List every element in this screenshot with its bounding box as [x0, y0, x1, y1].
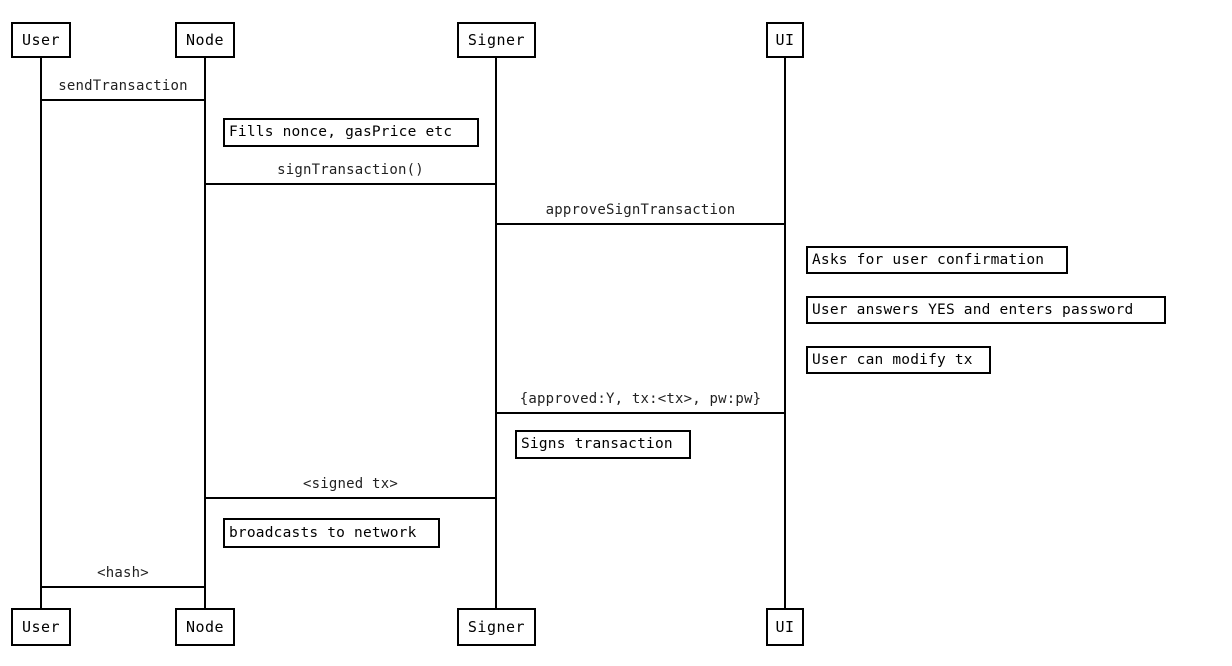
participant-label: Signer — [467, 30, 526, 49]
participant-user-bottom[interactable]: User — [11, 608, 71, 646]
note-user-can-modify-tx: User can modify tx — [806, 346, 991, 374]
message-label-sign-transaction: signTransaction() — [277, 162, 424, 178]
note-asks-confirmation: Asks for user confirmation — [806, 246, 1068, 274]
message-line-approval-response — [495, 412, 786, 414]
lifeline-node — [204, 58, 206, 608]
message-label-signed-tx: <signed tx> — [303, 476, 398, 492]
participant-ui-bottom[interactable]: UI — [766, 608, 804, 646]
message-line-approve-sign-transaction — [495, 223, 786, 225]
participant-label: UI — [775, 617, 795, 636]
participant-node-bottom[interactable]: Node — [175, 608, 235, 646]
lifeline-signer — [495, 58, 497, 608]
note-signs-transaction: Signs transaction — [515, 430, 691, 459]
note-text: Fills nonce, gasPrice etc — [229, 124, 453, 141]
participant-label: UI — [775, 30, 795, 49]
message-line-sign-transaction — [204, 183, 497, 185]
note-text: Asks for user confirmation — [812, 251, 1045, 268]
message-label-send-transaction: sendTransaction — [58, 78, 188, 94]
participant-signer-bottom[interactable]: Signer — [457, 608, 536, 646]
lifeline-ui — [784, 58, 786, 608]
participant-label: Node — [185, 30, 225, 49]
note-user-answers-yes: User answers YES and enters password — [806, 296, 1166, 324]
participant-node-top[interactable]: Node — [175, 22, 235, 58]
message-label-approval-response: {approved:Y, tx:<tx>, pw:pw} — [519, 391, 762, 407]
note-fills-nonce: Fills nonce, gasPrice etc — [223, 118, 479, 147]
note-text: Signs transaction — [521, 436, 673, 453]
participant-user-top[interactable]: User — [11, 22, 71, 58]
participant-signer-top[interactable]: Signer — [457, 22, 536, 58]
note-broadcasts-network: broadcasts to network — [223, 518, 440, 548]
message-label-hash: <hash> — [97, 565, 149, 581]
message-line-hash — [40, 586, 206, 588]
participant-label: User — [21, 30, 61, 49]
participant-ui-top[interactable]: UI — [766, 22, 804, 58]
lifeline-user — [40, 58, 42, 608]
message-label-approve-sign-transaction: approveSignTransaction — [545, 202, 736, 218]
message-line-signed-tx — [204, 497, 497, 499]
note-text: User can modify tx — [812, 351, 973, 368]
note-text: broadcasts to network — [229, 524, 417, 541]
participant-label: Signer — [467, 617, 526, 636]
participant-label: Node — [185, 617, 225, 636]
message-line-send-transaction — [40, 99, 206, 101]
participant-label: User — [21, 617, 61, 636]
note-text: User answers YES and enters password — [812, 301, 1134, 318]
